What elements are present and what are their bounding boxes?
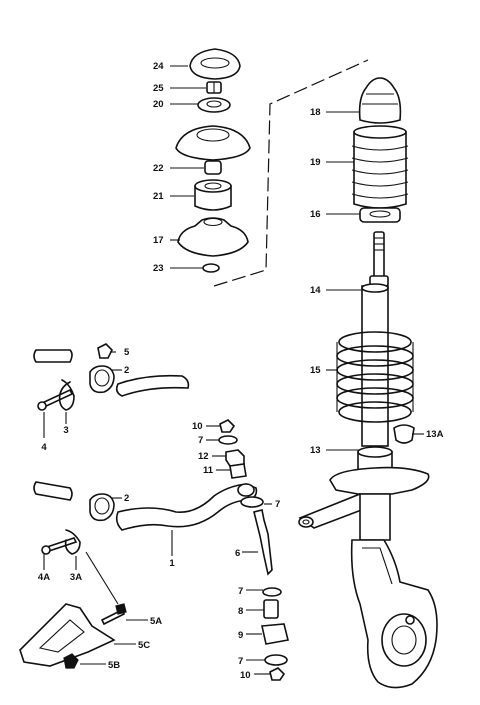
callout-10-lower: 10 — [240, 670, 251, 681]
assembly-dashed-line — [213, 59, 369, 287]
callout-4A: 4A — [38, 572, 50, 583]
bump-stop-18 — [358, 77, 402, 124]
washer-7-upper — [218, 435, 238, 445]
callout-7-upper: 7 — [198, 435, 203, 446]
clamp-3 — [58, 379, 75, 411]
callout-5: 5 — [124, 347, 130, 358]
callout-23: 23 — [153, 263, 164, 274]
bolt-4 — [37, 388, 74, 411]
callout-25: 25 — [153, 83, 164, 94]
callout-14: 14 — [310, 285, 321, 296]
callout-2-lower: 2 — [124, 493, 129, 504]
shock-absorber-14 — [361, 231, 389, 447]
sleeve-8 — [263, 599, 279, 619]
bearing-21 — [194, 179, 232, 211]
spring-seat-17 — [177, 217, 249, 257]
callout-10-upper: 10 — [192, 421, 203, 432]
callout-9: 9 — [238, 630, 243, 641]
callout-labels: 24 25 20 18 19 22 21 16 17 23 14 5 2 15 … — [38, 61, 444, 681]
washer-20 — [197, 97, 231, 113]
callout-7-bottom: 7 — [238, 656, 243, 667]
nut-25 — [206, 81, 222, 94]
callout-5C: 5C — [138, 640, 150, 651]
callout-3: 3 — [63, 425, 68, 436]
callout-15: 15 — [310, 365, 321, 376]
ring-16 — [359, 207, 401, 223]
nut-10-lower — [269, 667, 286, 681]
callout-19: 19 — [310, 157, 321, 168]
bracket-5C — [19, 603, 116, 667]
callout-12: 12 — [198, 451, 209, 462]
nut-10-upper — [219, 419, 236, 433]
bushing-2-lower — [89, 493, 115, 522]
coil-spring-15 — [336, 331, 414, 423]
callout-24: 24 — [153, 61, 164, 72]
strut-housing-13 — [298, 446, 438, 689]
strut-mount — [175, 125, 251, 161]
callout-13A: 13A — [426, 429, 444, 440]
nut-5 — [97, 343, 113, 359]
nut-5B — [63, 653, 79, 669]
callout-17: 17 — [153, 235, 164, 246]
callout-16: 16 — [310, 209, 321, 220]
callout-13: 13 — [310, 445, 321, 456]
bushing-22 — [204, 160, 222, 175]
callout-5B: 5B — [108, 660, 120, 671]
callout-7-lower: 7 — [238, 586, 243, 597]
leader-lines — [43, 65, 424, 675]
bushing-2-upper — [89, 365, 115, 394]
callout-11: 11 — [203, 465, 214, 476]
bolt-4A — [41, 537, 78, 555]
callout-5A: 5A — [150, 616, 162, 627]
bushing-11 — [229, 463, 247, 479]
callout-6: 6 — [235, 548, 240, 559]
washer-7-lower — [262, 587, 282, 597]
rubber-stop-13A — [393, 424, 415, 444]
callout-21: 21 — [153, 191, 164, 202]
dust-boot-19 — [351, 125, 409, 209]
clamp-3A — [64, 529, 81, 555]
washer-7-mid — [240, 496, 264, 508]
bolt-5A — [100, 603, 127, 626]
callout-22: 22 — [153, 163, 164, 174]
washer-7-bottom — [264, 654, 288, 666]
callout-8: 8 — [238, 606, 243, 617]
callout-1: 1 — [169, 558, 175, 569]
link-rod-6 — [253, 509, 273, 576]
callout-2-upper: 2 — [124, 365, 129, 376]
bushing-9 — [261, 623, 289, 645]
callout-18: 18 — [310, 107, 321, 118]
callout-3A: 3A — [70, 572, 82, 583]
callout-20: 20 — [153, 99, 164, 110]
washer-23 — [202, 263, 220, 273]
stabilizer-bar-1 — [33, 481, 258, 531]
stabilizer-bar-upper — [33, 349, 190, 397]
callout-4: 4 — [41, 442, 47, 453]
callout-7-mid: 7 — [275, 499, 280, 510]
top-cap-24 — [189, 48, 241, 80]
